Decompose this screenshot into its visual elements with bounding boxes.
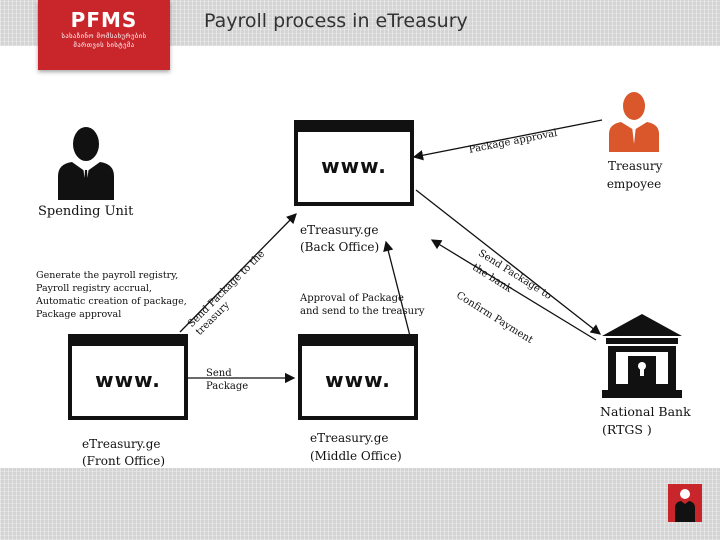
back-office-label-line1: eTreasury.ge <box>300 223 379 237</box>
front-office-label-line2: (Front Office) <box>82 454 166 468</box>
arrow-bank-to-back-office <box>430 239 597 341</box>
spending-unit-step-4: Package approval <box>36 309 122 320</box>
national-bank-label-line1: National Bank <box>600 404 691 419</box>
treasury-employee-person-icon <box>609 92 659 152</box>
treasury-employee-label-line1: Treasury <box>608 159 663 173</box>
arrow-employee-to-back-office <box>412 119 603 161</box>
spending-unit-step-3: Automatic creation of package, <box>36 296 187 307</box>
middle-office-www: www. <box>325 368 391 392</box>
back-office-label-line2: (Back Office) <box>300 240 380 254</box>
arrow-back-office-to-bank <box>415 189 602 335</box>
spending-unit-step-1: Generate the payroll registry, <box>36 270 179 281</box>
pfms-logo-icon <box>668 484 702 522</box>
national-bank-label-line2: (RTGS ) <box>602 422 652 437</box>
logo-subtitle-line2: მართვის სისტემა <box>73 41 135 49</box>
spending-unit-label: Spending Unit <box>38 204 134 219</box>
national-bank-icon <box>602 314 682 398</box>
middle-office-browser-icon: www. <box>298 334 418 420</box>
arrow-front-to-back-office <box>179 213 297 333</box>
footer-band <box>0 468 720 540</box>
send-package-label-line1: Send <box>206 368 232 379</box>
arrow-middle-to-back-office <box>383 240 411 337</box>
spending-unit-person-icon <box>58 127 114 200</box>
logo-title: PFMS <box>70 8 138 32</box>
middle-office-label-line1: eTreasury.ge <box>310 431 389 445</box>
logo-subtitle-line1: სახაზინო მომსახურების <box>61 32 147 40</box>
middle-office-action-line1: Approval of Package <box>300 293 404 304</box>
middle-office-label-line2: (Middle Office) <box>310 449 402 463</box>
back-office-www: www. <box>321 154 387 178</box>
treasury-employee-label-line2: empoyee <box>606 177 662 191</box>
middle-office-action-line2: and send to the treasury <box>300 306 425 317</box>
front-office-www: www. <box>95 368 161 392</box>
send-package-label-line2: Package <box>206 381 249 392</box>
pfms-logo: PFMS სახაზინო მომსახურების მართვის სისტე… <box>38 0 170 70</box>
page-title: Payroll process in eTreasury <box>204 10 468 32</box>
spending-unit-step-2: Payroll registry accrual, <box>36 283 152 294</box>
back-office-browser-icon: www. <box>294 120 414 206</box>
front-office-browser-icon: www. <box>68 334 188 420</box>
front-office-label-line1: eTreasury.ge <box>82 437 161 451</box>
